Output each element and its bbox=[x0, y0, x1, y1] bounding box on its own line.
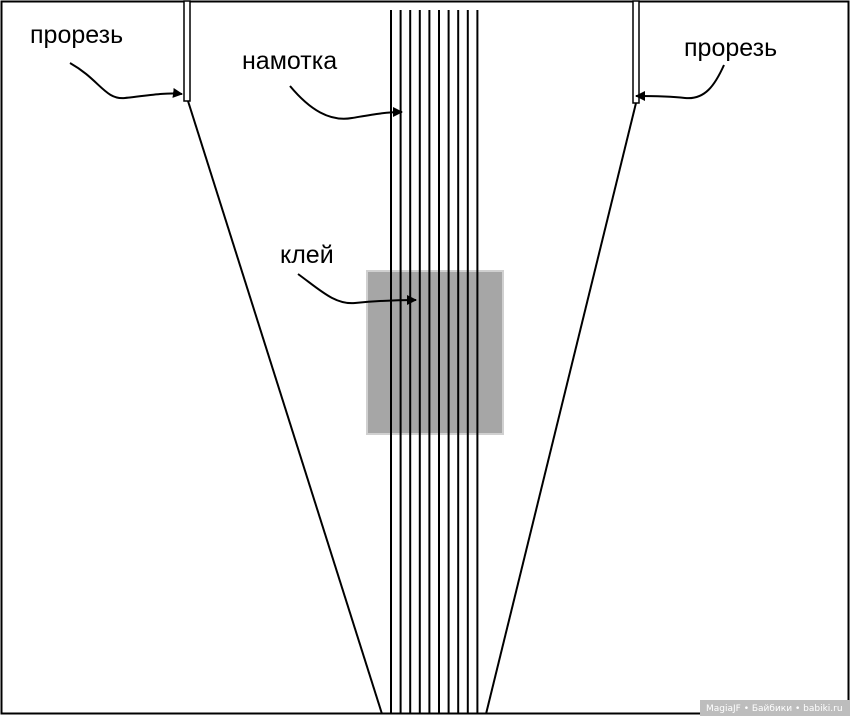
slot-left bbox=[183, 0, 191, 102]
arrow-slot-left bbox=[69, 62, 183, 100]
arrow-slot-right bbox=[635, 64, 725, 102]
right-diagonal-line bbox=[485, 102, 637, 715]
glue-area bbox=[366, 270, 504, 435]
watermark: MagiaJF • Байбики • babiki.ru bbox=[706, 704, 843, 714]
arrow-glue bbox=[297, 273, 417, 306]
label-winding: намотка bbox=[242, 47, 337, 75]
left-diagonal-line bbox=[187, 100, 383, 715]
slot-right bbox=[632, 0, 640, 104]
winding-threads bbox=[390, 10, 479, 714]
label-slot-left: прорезь bbox=[30, 21, 123, 49]
watermark-bg bbox=[700, 700, 850, 716]
label-slot-right: прорезь bbox=[684, 34, 777, 62]
arrow-winding bbox=[289, 85, 403, 120]
label-glue: клей bbox=[280, 241, 334, 269]
